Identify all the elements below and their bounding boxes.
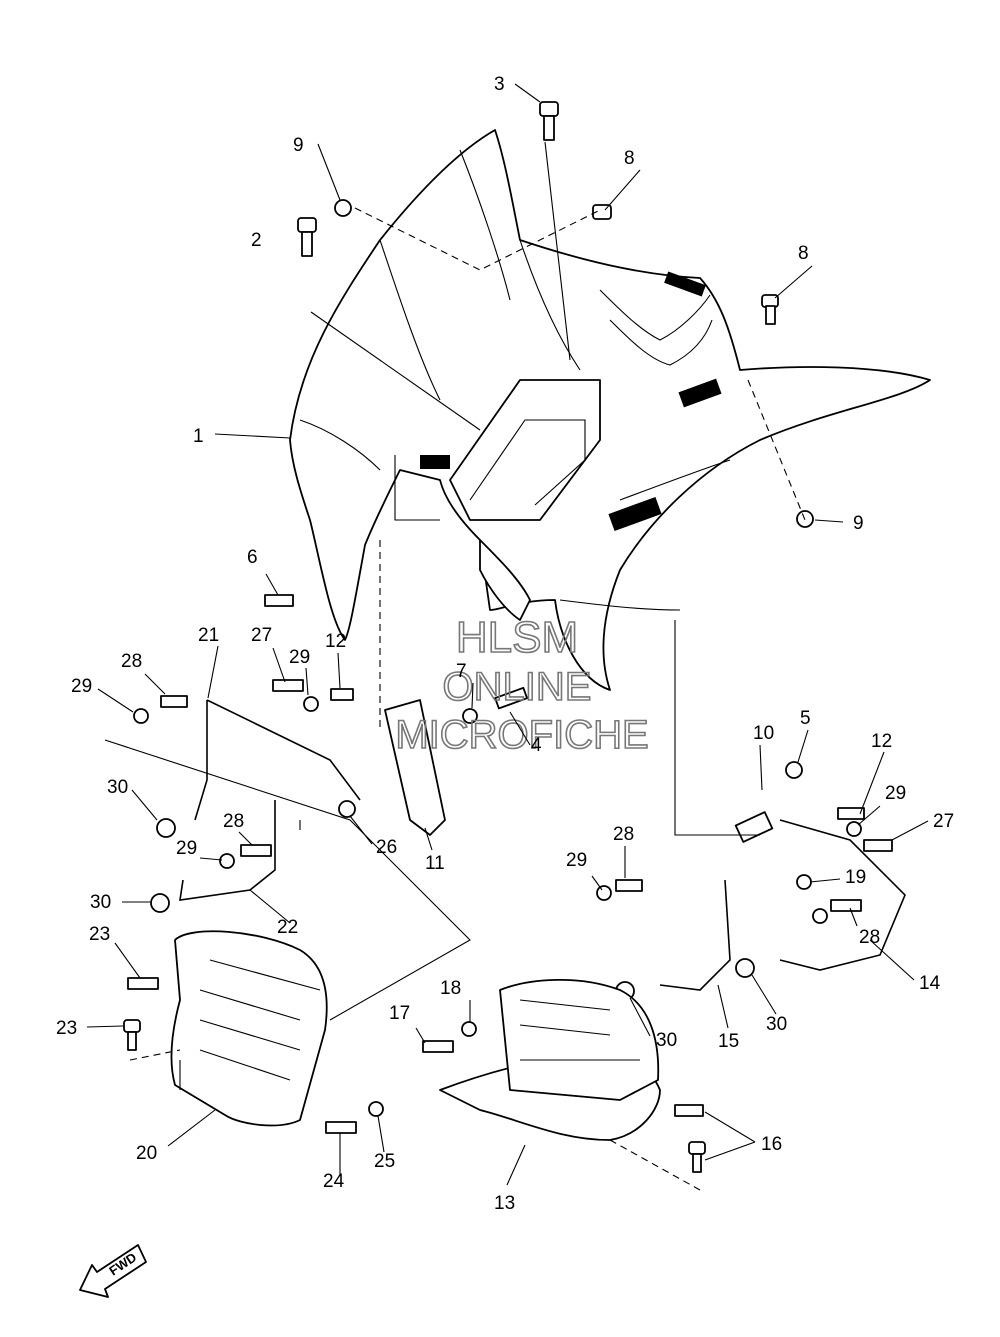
callout-28-c: 28 bbox=[613, 824, 634, 845]
callout-12-left: 12 bbox=[325, 631, 346, 652]
callout-27-right: 27 bbox=[933, 811, 954, 832]
callout-12-right: 12 bbox=[871, 731, 892, 752]
callout-28-b: 28 bbox=[223, 811, 244, 832]
callout-29-c: 29 bbox=[176, 838, 197, 859]
watermark: HLSM ONLINE MICROFICHE bbox=[395, 612, 650, 758]
footrest-guard-left bbox=[170, 930, 328, 1127]
watermark-line2: ONLINE bbox=[443, 665, 592, 709]
callout-7: 7 bbox=[456, 661, 467, 682]
callout-4: 4 bbox=[531, 735, 542, 756]
callout-23-bottom: 23 bbox=[56, 1018, 77, 1039]
callout-30-d: 30 bbox=[766, 1014, 787, 1035]
bracket-11 bbox=[384, 699, 446, 836]
callout-1: 1 bbox=[193, 426, 204, 447]
callout-19: 19 bbox=[845, 867, 866, 888]
callout-18: 18 bbox=[440, 978, 461, 999]
callout-27-left: 27 bbox=[251, 625, 272, 646]
callout-30-a: 30 bbox=[107, 777, 128, 798]
callout-23-top: 23 bbox=[89, 924, 110, 945]
callout-10: 10 bbox=[753, 723, 774, 744]
callout-2: 2 bbox=[251, 230, 262, 251]
stay-21 bbox=[194, 699, 361, 821]
front-fender bbox=[289, 129, 931, 691]
callout-11: 11 bbox=[425, 853, 445, 874]
callout-24: 24 bbox=[323, 1171, 345, 1192]
callout-8-right: 8 bbox=[798, 243, 809, 264]
watermark-line3: MICROFICHE bbox=[395, 713, 648, 757]
callout-29-b: 29 bbox=[289, 647, 310, 668]
callout-30-b: 30 bbox=[90, 892, 111, 913]
callout-8-top: 8 bbox=[624, 148, 635, 169]
callout-29-a: 29 bbox=[71, 676, 92, 697]
callout-labels: 1 2 3 4 5 6 7 8 8 9 9 10 11 12 12 13 14 … bbox=[56, 74, 954, 1214]
callout-15: 15 bbox=[718, 1031, 739, 1052]
stay-15 bbox=[659, 879, 731, 991]
callout-5: 5 bbox=[800, 708, 811, 729]
callout-28-a: 28 bbox=[121, 651, 142, 672]
callout-28-d: 28 bbox=[859, 927, 880, 948]
callout-22: 22 bbox=[277, 917, 298, 938]
callout-20: 20 bbox=[136, 1143, 157, 1164]
fasteners bbox=[123, 101, 893, 1173]
callout-14: 14 bbox=[919, 973, 941, 994]
callout-25: 25 bbox=[374, 1151, 395, 1172]
fwd-arrow: FWD bbox=[79, 1244, 147, 1298]
callout-16: 16 bbox=[761, 1134, 782, 1155]
callout-13: 13 bbox=[494, 1193, 515, 1214]
callout-9-top: 9 bbox=[293, 135, 304, 156]
callout-17: 17 bbox=[389, 1003, 410, 1024]
callout-9-right: 9 bbox=[853, 513, 864, 534]
stay-14 bbox=[779, 819, 906, 971]
callout-29-e: 29 bbox=[885, 783, 906, 804]
callout-30-c: 30 bbox=[656, 1030, 677, 1051]
callout-6: 6 bbox=[247, 547, 258, 568]
callout-3: 3 bbox=[494, 74, 505, 95]
callout-29-d: 29 bbox=[566, 850, 587, 871]
watermark-line1: HLSM bbox=[456, 613, 578, 662]
callout-26: 26 bbox=[376, 837, 397, 858]
callout-21: 21 bbox=[198, 625, 219, 646]
